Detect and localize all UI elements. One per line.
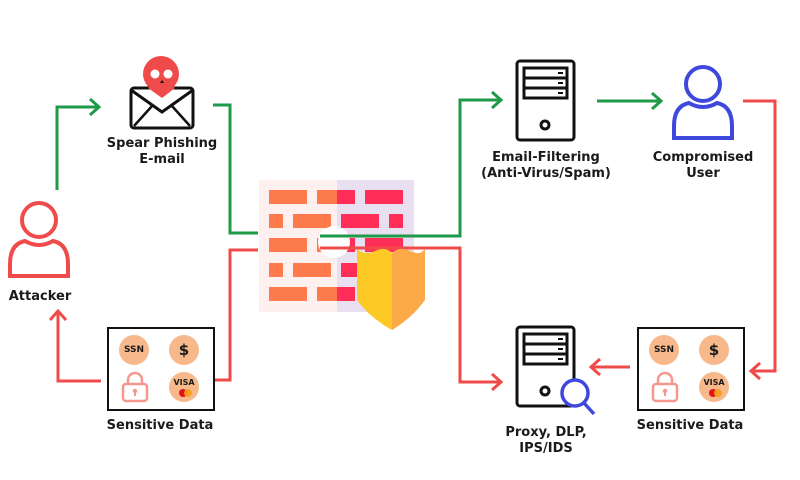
sensitive-data-box-left: SSN $ VISA — [107, 327, 215, 411]
label-line: Compromised — [652, 150, 754, 165]
label-line: (Anti-Virus/Spam) — [481, 166, 611, 181]
dollar-chip: $ — [169, 335, 199, 365]
ssn-chip: SSN — [649, 335, 679, 365]
dollar-chip: $ — [699, 335, 729, 365]
compromised-user-icon — [672, 65, 734, 140]
flow-phishing-to-filter — [213, 98, 500, 238]
label-line: Email-Filtering — [492, 150, 600, 165]
arrowhead — [89, 97, 102, 117]
label-line: User — [686, 166, 720, 181]
label-line: Sensitive Data — [106, 418, 214, 433]
label-line: Spear Phishing — [106, 136, 218, 151]
visa-chip: VISA — [699, 372, 729, 402]
label-line: E-mail — [139, 152, 185, 167]
shield-icon — [357, 248, 425, 330]
label-line: Sensitive Data — [636, 418, 744, 433]
label-compromised-user: Compromised User — [653, 150, 754, 182]
flow-data-left-to-proxy — [215, 246, 500, 384]
connectors — [48, 90, 777, 392]
visa-chip: VISA — [169, 372, 199, 402]
label-attacker: Attacker — [9, 289, 72, 305]
arrowhead — [748, 361, 761, 381]
envelope-skull-icon — [129, 56, 195, 130]
label-line: Proxy, DLP, — [505, 425, 587, 440]
arrowhead — [491, 90, 504, 110]
label-line: Attacker — [8, 289, 72, 304]
flow-data-left-to-attacker — [56, 312, 101, 383]
lock-icon — [121, 371, 149, 403]
arrowhead — [588, 357, 601, 377]
sensitive-data-box-right: SSN $ VISA — [637, 327, 745, 411]
server-search-icon — [515, 325, 596, 416]
arrowhead — [491, 372, 504, 392]
mastercard-icon — [177, 389, 193, 397]
server-icon — [515, 59, 576, 142]
ssn-chip: SSN — [119, 335, 149, 365]
arrowhead — [48, 308, 68, 321]
visa-text: VISA — [703, 378, 725, 387]
attacker-user-icon — [8, 201, 70, 278]
firewall-icon — [259, 180, 414, 312]
label-proxy: Proxy, DLP, IPS/IDS — [505, 425, 586, 457]
label-line: IPS/IDS — [519, 441, 573, 456]
arrowhead — [651, 91, 664, 111]
label-spear-phishing: Spear Phishing E-mail — [107, 136, 217, 168]
visa-text: VISA — [173, 378, 195, 387]
mastercard-icon — [707, 389, 723, 397]
lock-icon — [651, 371, 679, 403]
magnifier-icon — [560, 378, 596, 416]
label-sensitive-data-left: Sensitive Data — [107, 418, 214, 434]
label-sensitive-data-right: Sensitive Data — [637, 418, 744, 434]
label-email-filtering: Email-Filtering (Anti-Virus/Spam) — [481, 150, 611, 182]
flow-user-to-data-right — [743, 99, 777, 373]
flow-attacker-to-phishing — [55, 105, 98, 190]
